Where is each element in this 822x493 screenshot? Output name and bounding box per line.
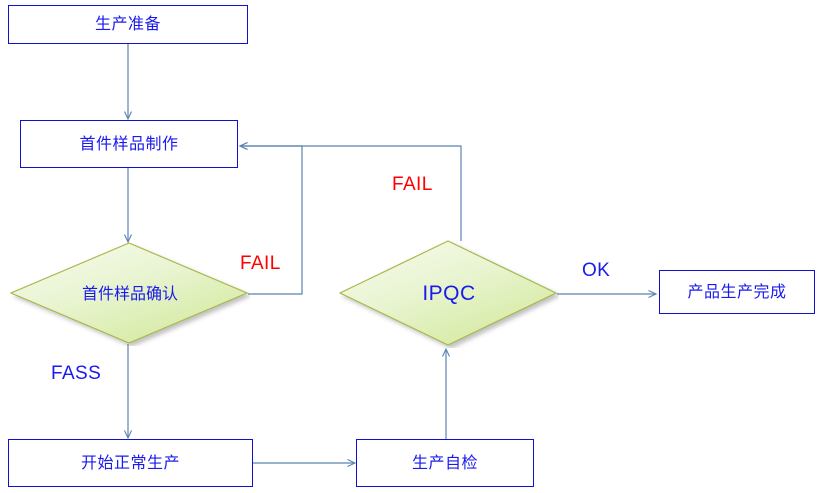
- edge-label-fail-first-article: FAIL: [240, 253, 281, 274]
- node-label: 生产自检: [411, 452, 478, 472]
- node-production-preparation[interactable]: 生产准备: [8, 5, 248, 44]
- node-label: 首件样品制作: [79, 133, 179, 153]
- node-first-article-sample-making[interactable]: 首件样品制作: [20, 120, 238, 168]
- node-product-production-complete[interactable]: 产品生产完成: [659, 270, 815, 314]
- edge-label-fail-ipqc: FAIL: [392, 174, 433, 195]
- node-label: 产品生产完成: [687, 281, 787, 301]
- node-start-normal-production[interactable]: 开始正常生产: [8, 439, 253, 487]
- node-ipqc[interactable]: IPQC: [339, 240, 559, 348]
- node-first-article-confirmation[interactable]: 首件样品确认: [10, 242, 250, 346]
- diamond-shape: [10, 242, 249, 344]
- diamond-shape: [339, 240, 558, 346]
- edge-label-fass: FASS: [51, 363, 102, 384]
- node-label: 生产准备: [94, 14, 161, 34]
- edge-label-ok: OK: [582, 260, 611, 281]
- node-label: 开始正常生产: [80, 452, 180, 472]
- node-production-self-inspection[interactable]: 生产自检: [356, 439, 534, 487]
